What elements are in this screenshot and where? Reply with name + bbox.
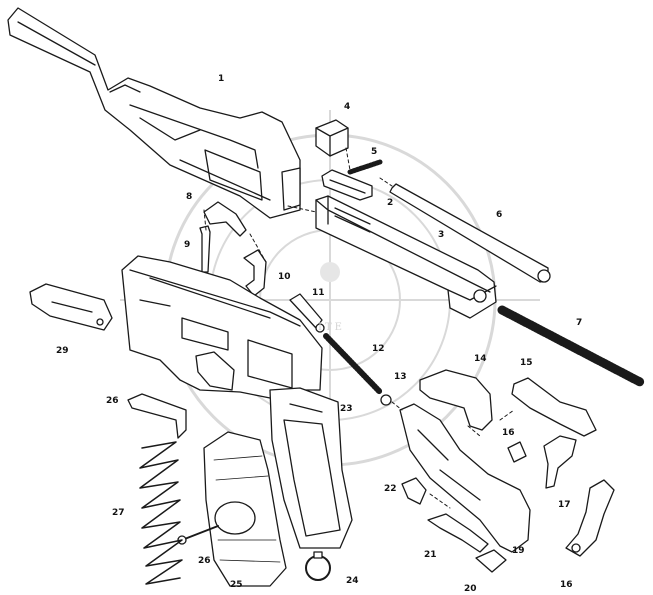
- part-26-clip: [127, 393, 187, 439]
- label-part-29: 29: [56, 346, 69, 356]
- label-part-23: 23: [340, 404, 353, 414]
- label-part-14: 14: [474, 354, 487, 364]
- part-17-trigger: [543, 435, 577, 489]
- label-part-19: 19: [512, 546, 525, 556]
- label-part-2: 2: [387, 198, 394, 208]
- label-part-6: 6: [496, 210, 503, 220]
- part-9-pin: [199, 225, 211, 273]
- part-18-hammer: [565, 479, 615, 557]
- label-part-1: 1: [218, 74, 225, 84]
- part-7-recoil-spring: [497, 305, 645, 387]
- part-11-screw: [289, 293, 325, 333]
- frame-body: [121, 255, 323, 401]
- part-12-spring: [323, 333, 383, 395]
- part-22-piece: [401, 477, 427, 505]
- part-3-bolt: [315, 195, 497, 319]
- part-1-barrel-receiver: [7, 7, 301, 219]
- label-part-16-lower: 16: [560, 580, 573, 590]
- assembly-lines: [203, 147, 515, 509]
- part-25-grip-panel: [203, 431, 287, 587]
- part-6-rod: [389, 183, 551, 283]
- label-part-4: 4: [344, 102, 351, 112]
- label-part-24: 24: [346, 576, 359, 586]
- label-part-9: 9: [184, 240, 191, 250]
- label-part-27: 27: [112, 508, 125, 518]
- label-part-20: 20: [464, 584, 477, 594]
- label-part-7: 7: [576, 318, 583, 328]
- label-part-17: 17: [558, 500, 571, 510]
- label-part-12: 12: [372, 344, 385, 354]
- label-part-10: 10: [278, 272, 291, 282]
- part-20-block: [475, 549, 507, 573]
- part-15-sear-bar: [511, 377, 597, 437]
- label-part-5: 5: [371, 147, 378, 157]
- watermark-text: ITE: [318, 322, 345, 333]
- part-8-lever: [203, 201, 247, 237]
- label-part-26-lower: 26: [198, 556, 211, 566]
- part-27-magazine-spring: [139, 441, 183, 585]
- part-24-lanyard-ring: [305, 551, 331, 581]
- label-part-26-upper: 26: [106, 396, 119, 406]
- label-part-21: 21: [424, 550, 437, 560]
- part-29-follower: [29, 283, 113, 331]
- part-21-curved-lever: [427, 513, 489, 553]
- part-4-block: [315, 119, 349, 157]
- label-part-3: 3: [438, 230, 445, 240]
- part-14-hammer-block: [419, 369, 493, 431]
- label-part-15: 15: [520, 358, 533, 368]
- part-23-grip-frame: [269, 387, 353, 549]
- label-part-16-upper: 16: [502, 428, 515, 438]
- label-part-8: 8: [186, 192, 193, 202]
- label-part-25: 25: [230, 580, 243, 590]
- part-16-pin: [507, 441, 527, 463]
- part-2-firing-pin: [321, 169, 373, 201]
- part-5-small-spring: [347, 159, 383, 175]
- label-part-11: 11: [312, 288, 325, 298]
- label-part-22: 22: [384, 484, 397, 494]
- part-13-ring: [380, 394, 392, 406]
- part-19-lock-frame: [399, 403, 531, 553]
- label-part-13: 13: [394, 372, 407, 382]
